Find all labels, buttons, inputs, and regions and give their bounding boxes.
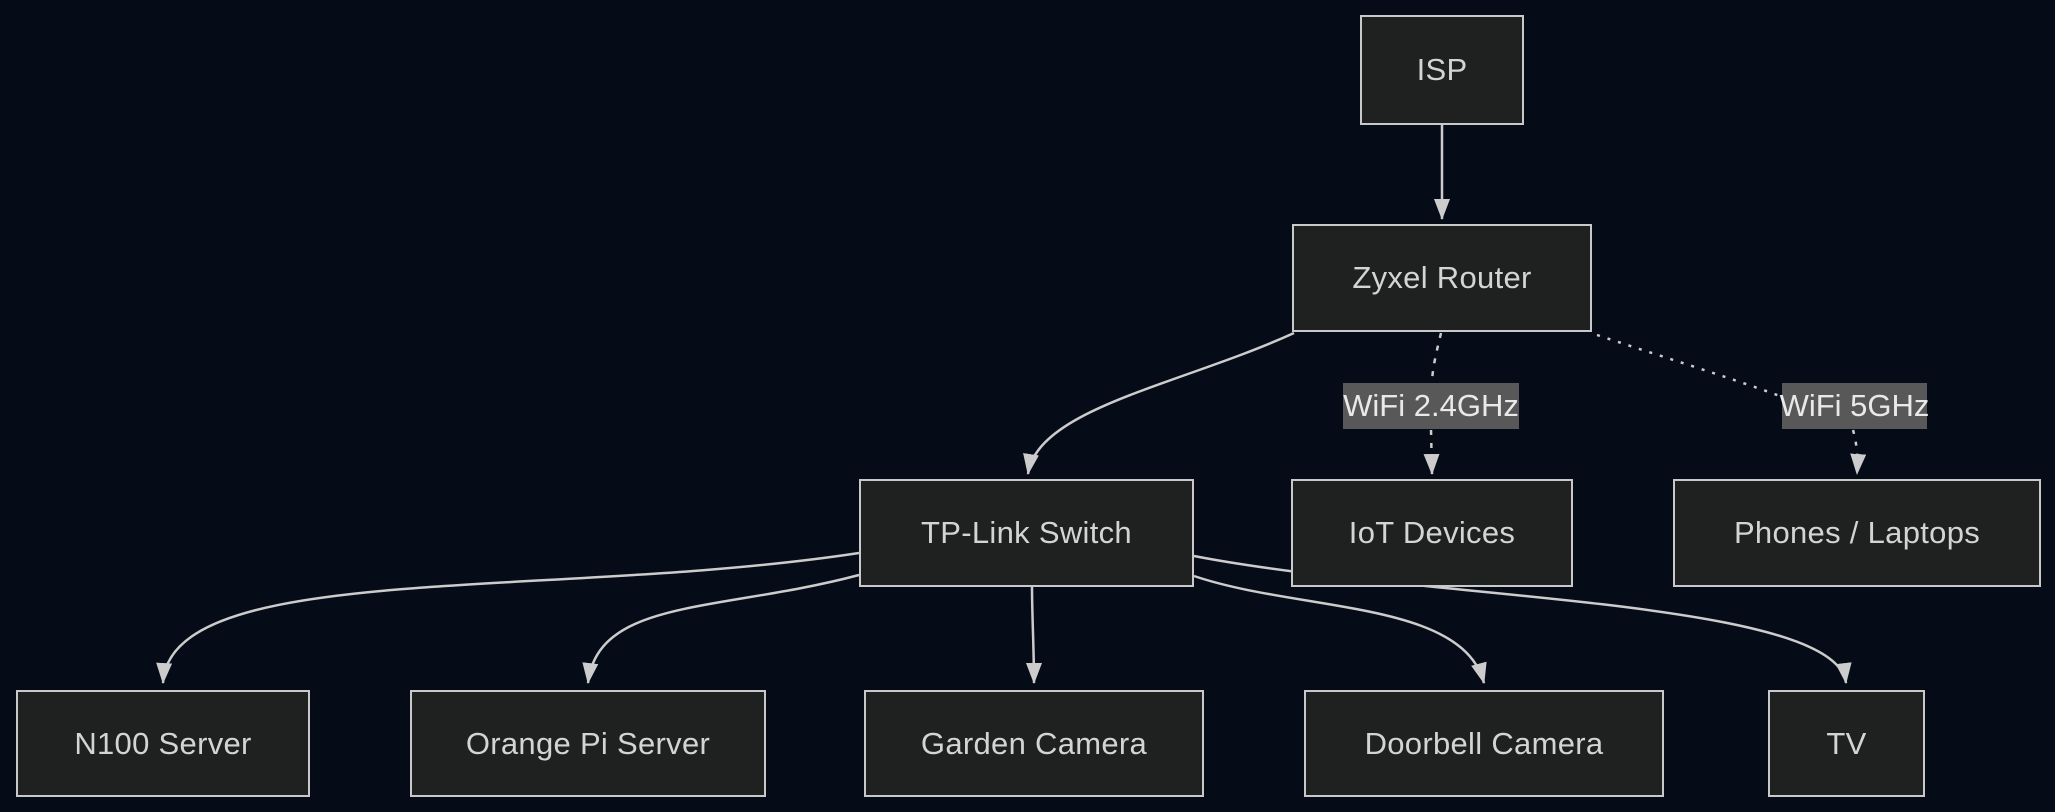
node-orange-pi-server-label: Orange Pi Server bbox=[465, 725, 711, 761]
node-orange-pi-server: Orange Pi Server bbox=[410, 690, 766, 797]
node-phones-laptops-label: Phones / Laptops bbox=[1733, 515, 1981, 550]
node-isp-label: ISP bbox=[1416, 52, 1468, 87]
node-iot-devices: IoT Devices bbox=[1291, 479, 1573, 587]
edge-switch-garden bbox=[1025, 586, 1042, 684]
edge-switch-doorbell bbox=[1193, 574, 1487, 684]
node-isp: ISP bbox=[1360, 15, 1524, 125]
edge-label-wifi-5ghz-text: WiFi 5GHz bbox=[1779, 388, 1930, 423]
edge-wifi5-phones bbox=[1850, 429, 1867, 475]
node-phones-laptops: Phones / Laptops bbox=[1673, 479, 2041, 587]
node-garden-camera-label: Garden Camera bbox=[920, 725, 1148, 761]
node-zyxel-router-label: Zyxel Router bbox=[1352, 260, 1532, 295]
edge-wifi24-iot bbox=[1423, 429, 1440, 475]
node-n100-server: N100 Server bbox=[16, 690, 310, 797]
edge-router-switch bbox=[1023, 331, 1295, 475]
node-tv-label: TV bbox=[1826, 725, 1867, 761]
node-doorbell-camera: Doorbell Camera bbox=[1304, 690, 1664, 797]
node-doorbell-camera-label: Doorbell Camera bbox=[1364, 725, 1604, 761]
node-tplink-switch: TP-Link Switch bbox=[859, 479, 1194, 587]
edge-switch-orangepi bbox=[582, 573, 860, 684]
node-tv: TV bbox=[1768, 690, 1925, 797]
node-iot-devices-label: IoT Devices bbox=[1348, 515, 1516, 550]
node-zyxel-router: Zyxel Router bbox=[1292, 224, 1592, 332]
edge-router-wifi5 bbox=[1596, 333, 1781, 398]
edge-router-wifi24 bbox=[1430, 332, 1443, 382]
edge-label-wifi-2-4ghz-text: WiFi 2.4GHz bbox=[1343, 388, 1519, 423]
edge-switch-n100 bbox=[156, 551, 860, 684]
node-n100-server-label: N100 Server bbox=[74, 725, 252, 761]
node-garden-camera: Garden Camera bbox=[864, 690, 1204, 797]
node-tplink-switch-label: TP-Link Switch bbox=[921, 515, 1132, 550]
edge-label-wifi-5ghz: WiFi 5GHz bbox=[1779, 383, 1930, 429]
edge-label-wifi-2-4ghz: WiFi 2.4GHz bbox=[1343, 383, 1519, 429]
